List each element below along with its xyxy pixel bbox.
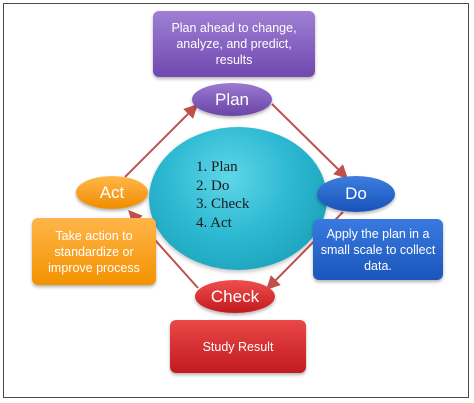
plan-description-box: Plan ahead to change, analyze, and predi… — [153, 11, 315, 77]
center-step-item: 2. Do — [196, 177, 230, 194]
center-step-item: 3. Check — [196, 196, 250, 212]
check-description-box: Study Result — [170, 320, 306, 373]
plan-stage-oval: Plan — [192, 83, 272, 116]
act-stage-oval: Act — [76, 176, 148, 209]
do-stage-oval: Do — [317, 176, 395, 212]
center-step-item: 4. Act — [196, 214, 232, 231]
check-stage-oval: Check — [195, 280, 275, 313]
center-step-list: 1. Plan 2. Do 3. Check 4. Act — [196, 158, 249, 232]
do-description-box: Apply the plan in a small scale to colle… — [313, 219, 443, 280]
center-step-item: 1. Plan — [196, 159, 238, 175]
act-description-box: Take action to standardize or improve pr… — [32, 218, 156, 285]
arrow-plan-to-do — [271, 103, 348, 179]
center-circle — [149, 127, 327, 270]
arrow-act-to-plan — [124, 104, 198, 178]
